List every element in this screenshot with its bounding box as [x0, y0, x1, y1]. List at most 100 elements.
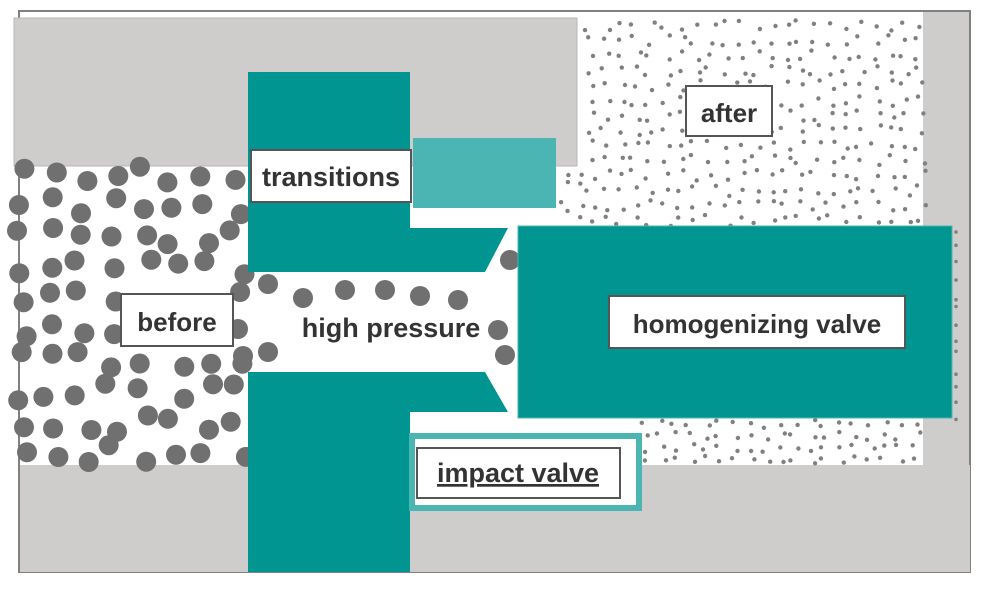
- large-particle: [168, 253, 189, 274]
- large-particle: [335, 280, 355, 300]
- small-particle: [832, 55, 837, 60]
- before-label-box: [120, 293, 234, 347]
- small-particle: [821, 435, 827, 440]
- small-particle: [864, 437, 870, 442]
- small-particle: [914, 65, 919, 70]
- small-particle: [778, 125, 783, 131]
- small-particle: [703, 65, 708, 70]
- small-particle: [697, 70, 703, 75]
- small-particle: [756, 189, 762, 194]
- large-particle: [219, 220, 240, 241]
- small-particle: [810, 207, 815, 212]
- small-particle: [749, 433, 754, 438]
- large-particle: [104, 324, 125, 345]
- small-particle: [800, 129, 805, 134]
- small-particle: [593, 205, 598, 210]
- small-particle: [780, 168, 785, 173]
- large-particle: [67, 342, 88, 363]
- small-particle: [773, 23, 778, 29]
- small-particle: [798, 187, 804, 192]
- small-particle: [660, 127, 665, 132]
- small-particle: [578, 215, 583, 220]
- small-particle: [614, 221, 619, 227]
- large-particle: [201, 353, 222, 374]
- small-particle: [605, 208, 610, 213]
- small-particle: [876, 199, 881, 205]
- small-particle: [914, 183, 920, 188]
- large-particle: [106, 188, 127, 209]
- homogenizing-valve-label: homogenizing valve: [633, 309, 882, 339]
- small-particle: [678, 68, 683, 74]
- small-particle: [906, 72, 911, 77]
- small-particle: [629, 33, 634, 39]
- small-particle: [695, 22, 700, 27]
- large-particle: [65, 280, 86, 301]
- small-particle: [954, 372, 958, 377]
- small-particle: [818, 140, 824, 145]
- large-particle: [157, 234, 178, 255]
- small-particle: [903, 158, 908, 164]
- small-particle: [757, 26, 763, 32]
- small-particle: [876, 41, 881, 46]
- small-particle: [843, 112, 848, 117]
- small-particle: [795, 422, 800, 428]
- small-particle: [635, 215, 640, 220]
- small-particle: [616, 37, 622, 42]
- small-particle: [645, 433, 650, 438]
- small-particle: [677, 109, 683, 115]
- small-particle: [660, 201, 665, 206]
- small-particle: [758, 145, 763, 150]
- small-particle: [823, 200, 828, 205]
- small-particle: [816, 96, 821, 101]
- small-particle: [645, 159, 650, 164]
- small-particle: [908, 219, 913, 225]
- small-particle: [800, 82, 805, 87]
- small-particle: [898, 81, 904, 86]
- small-particle: [799, 103, 804, 108]
- small-particle: [669, 421, 674, 426]
- small-particle: [621, 207, 626, 212]
- small-particle: [787, 41, 792, 46]
- small-particle: [911, 456, 917, 461]
- small-particle: [868, 141, 874, 146]
- small-particle: [889, 28, 894, 33]
- large-particle: [127, 378, 148, 399]
- large-particle: [230, 204, 251, 225]
- small-particle: [771, 190, 776, 195]
- small-particle: [648, 198, 653, 203]
- small-particle: [644, 118, 650, 123]
- small-particle: [586, 130, 592, 135]
- small-particle: [796, 446, 801, 451]
- small-particle: [844, 42, 850, 47]
- small-particle: [785, 79, 791, 84]
- small-particle: [722, 18, 727, 24]
- small-particle: [698, 78, 703, 83]
- small-particle: [668, 73, 674, 78]
- small-particle: [649, 87, 655, 93]
- small-particle: [836, 420, 842, 425]
- large-particle: [14, 158, 35, 179]
- small-particle: [602, 81, 607, 86]
- small-particle: [923, 203, 928, 208]
- small-particle: [590, 53, 596, 59]
- small-particle: [761, 425, 767, 430]
- small-particle: [877, 455, 883, 460]
- small-particle: [915, 218, 921, 223]
- small-particle: [751, 40, 756, 45]
- small-particle: [818, 423, 823, 429]
- small-particle: [855, 186, 861, 191]
- small-particle: [818, 445, 824, 450]
- small-particle: [844, 173, 849, 179]
- small-particle: [702, 212, 708, 218]
- large-particle: [16, 326, 37, 347]
- small-particle: [847, 56, 852, 62]
- small-particle: [902, 174, 907, 180]
- large-particle: [43, 218, 64, 238]
- small-particle: [620, 155, 625, 160]
- small-particle: [742, 170, 747, 176]
- small-particle: [628, 22, 634, 27]
- small-particle: [873, 57, 878, 62]
- large-particle: [129, 156, 150, 177]
- large-particle: [448, 290, 468, 310]
- small-particle: [788, 458, 793, 463]
